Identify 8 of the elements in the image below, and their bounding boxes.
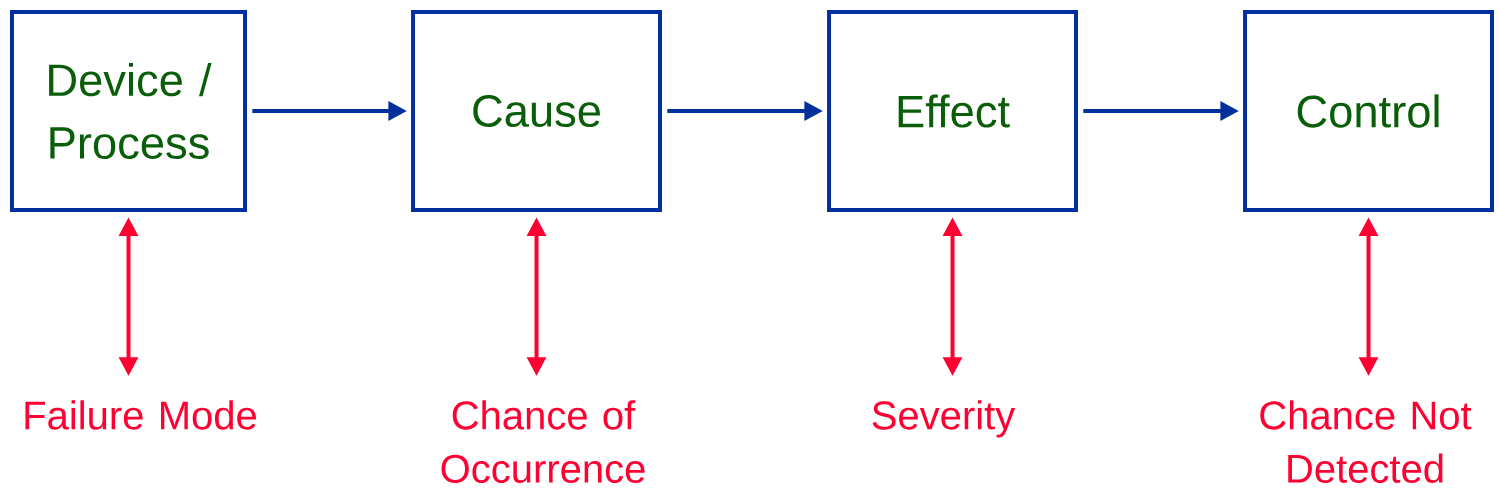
process-box: Effect xyxy=(827,10,1078,212)
process-box: Device / Process xyxy=(9,10,248,212)
rating-label: Chance Not Detected xyxy=(1260,400,1472,483)
rating-label: Chance of Occurrence xyxy=(441,400,645,483)
rating-label: Severity xyxy=(872,400,1016,438)
rating-label: Failure Mode xyxy=(25,400,256,430)
process-box: Control xyxy=(1243,10,1494,212)
process-box: Cause xyxy=(411,10,662,212)
